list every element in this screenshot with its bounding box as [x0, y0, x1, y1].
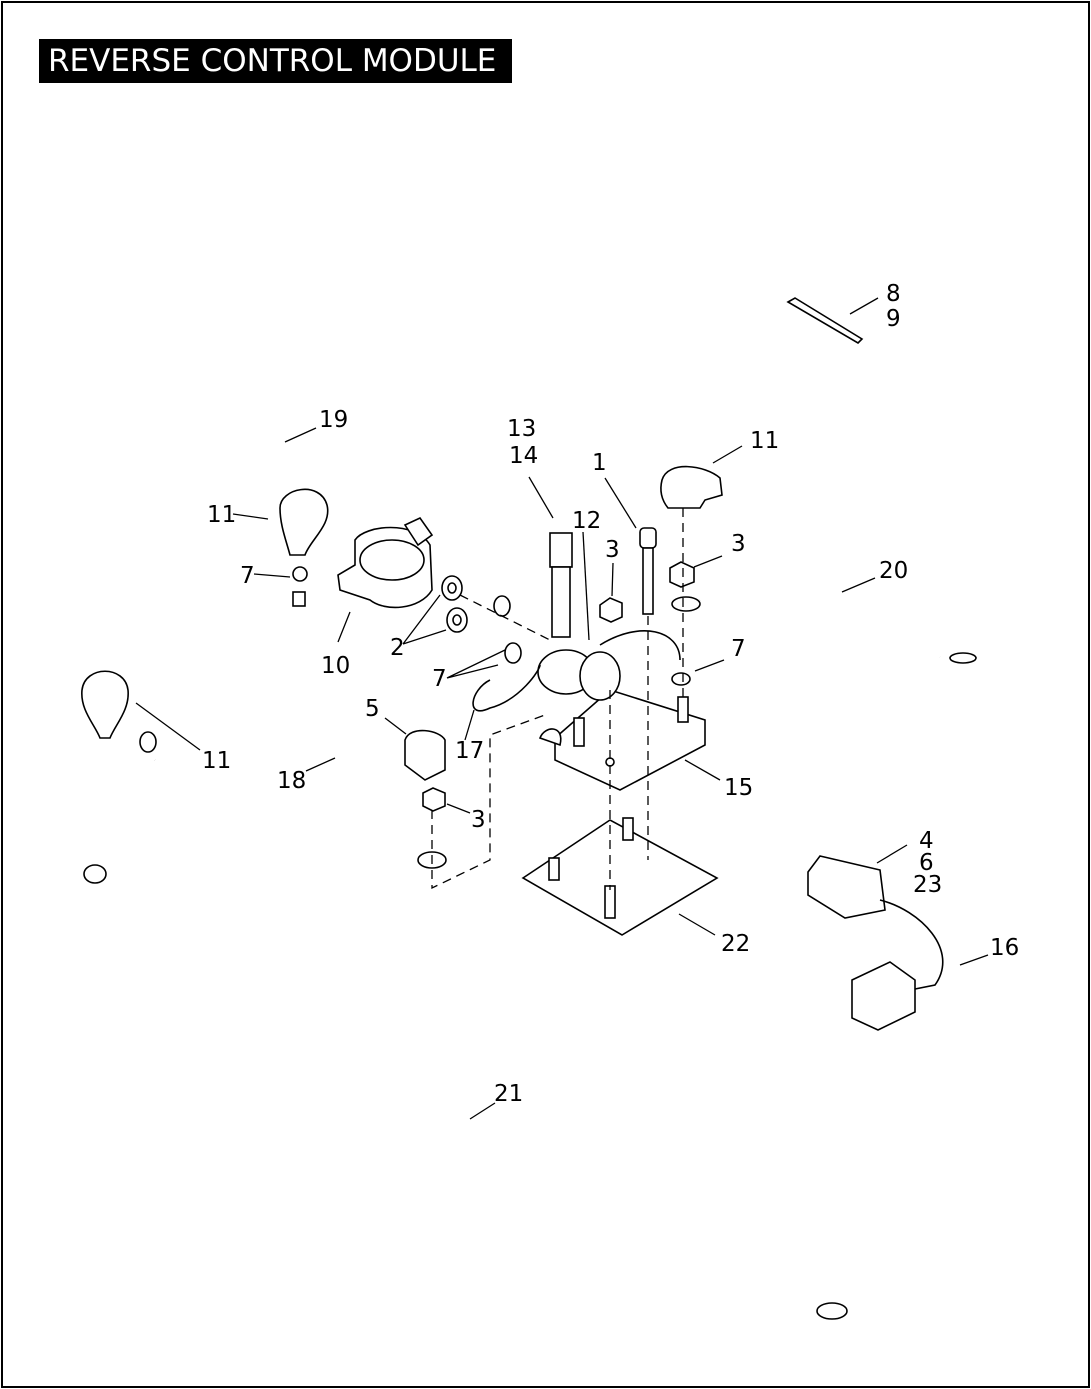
wire-18 [52, 637, 447, 869]
hex-nut-3a [599, 597, 623, 623]
callout-11-left: 11 [207, 502, 236, 528]
ring-terminal-7-right [671, 672, 691, 686]
callout-5: 5 [365, 696, 380, 722]
terminal-boot-upper-left [279, 488, 329, 556]
hex-nut-3c [422, 787, 446, 812]
callout-9: 9 [886, 306, 901, 332]
callout-14: 14 [509, 443, 538, 469]
ring-terminal-7-mid [504, 642, 522, 664]
callout-3c: 3 [471, 807, 486, 833]
callout-8: 8 [886, 281, 901, 307]
callout-20: 20 [879, 558, 908, 584]
callout-19: 19 [319, 407, 348, 433]
leader-lines [135, 427, 989, 1120]
callout-1: 1 [592, 450, 607, 476]
callout-7-left: 7 [240, 563, 255, 589]
harness-16 [807, 855, 944, 1031]
alignment-lines [431, 508, 684, 890]
callout-4: 4 [919, 828, 934, 854]
callout-10: 10 [321, 653, 350, 679]
callout-7-right: 7 [731, 636, 746, 662]
callout-3b: 3 [731, 531, 746, 557]
terminal-boot-upper-right [660, 465, 723, 509]
callout-11-low: 11 [202, 748, 231, 774]
page-title: REVERSE CONTROL MODULE [39, 39, 512, 83]
callout-15: 15 [724, 775, 753, 801]
callout-23: 23 [913, 872, 942, 898]
callout-18: 18 [277, 768, 306, 794]
cable-strap [786, 297, 879, 345]
holder-bracket [337, 516, 434, 609]
callout-2: 2 [390, 635, 405, 661]
mounting-plate [521, 817, 719, 936]
wire-19 [157, 425, 520, 636]
callout-7-mid: 7 [432, 666, 447, 692]
connector-13-14 [549, 532, 573, 638]
reverse-module [537, 649, 706, 791]
terminal-cap-5 [404, 729, 446, 781]
wire-17 [472, 664, 541, 712]
callout-13: 13 [507, 416, 536, 442]
callout-22: 22 [721, 931, 750, 957]
flange-nuts [441, 575, 468, 633]
terminal-boot-lower-left [81, 670, 129, 739]
callout-3a: 3 [605, 537, 620, 563]
callout-6: 6 [919, 850, 934, 876]
wire-20 [671, 576, 977, 664]
callout-11-top: 11 [750, 428, 779, 454]
hex-nut-3b [669, 561, 695, 588]
battery-cable-21 [83, 864, 848, 1320]
callout-12: 12 [572, 508, 601, 534]
callout-16: 16 [990, 935, 1019, 961]
bolt-1 [639, 527, 657, 615]
solenoid-lead [599, 630, 681, 661]
callout-21: 21 [494, 1081, 523, 1107]
callout-17: 17 [455, 738, 484, 764]
